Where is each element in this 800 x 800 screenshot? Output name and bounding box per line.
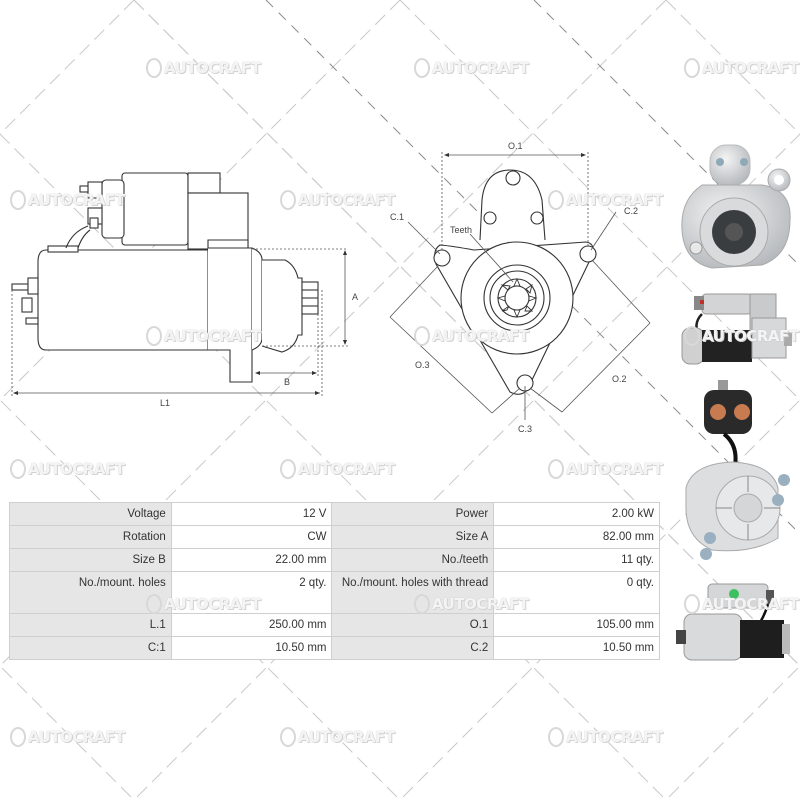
spec-label-threaded-holes: No./mount. holes with thread [331,571,495,614]
spec-value-rotation: CW [170,525,333,549]
svg-text:A: A [352,292,358,302]
spec-label-mount-holes: No./mount. holes [9,571,172,614]
spec-label-size-a: Size A [331,525,495,549]
svg-text:O.1: O.1 [508,141,523,151]
front-view-drawing: O.1 C.1 C.2 Teeth O.3 O.2 C.3 [389,141,651,434]
spec-label-rotation: Rotation [9,525,172,549]
spec-value-voltage: 12 V [170,502,333,526]
spec-value-c1: 10.50 mm [170,636,333,660]
table-row: L.1 250.00 mm O.1 105.00 mm [9,613,660,637]
spec-label-c2: C.2 [331,636,495,660]
photo-rear [685,380,790,560]
svg-text:L1: L1 [160,398,170,408]
table-row: Rotation CW Size A 82.00 mm [9,525,660,549]
spec-value-o1: 105.00 mm [493,613,660,637]
spec-label-l1: L.1 [9,613,172,637]
spec-value-l1: 250.00 mm [170,613,333,637]
svg-text:C.3: C.3 [518,424,532,434]
spec-value-teeth: 11 qty. [493,548,660,572]
table-row: No./mount. holes 2 qty. No./mount. holes… [9,571,660,614]
table-row: Voltage 12 V Power 2.00 kW [9,502,660,526]
svg-text:Teeth: Teeth [450,225,472,235]
spec-value-power: 2.00 kW [493,502,660,526]
side-view-drawing: A B L1 [11,172,358,408]
photo-side-top [681,293,792,365]
spec-label-c1: C:1 [9,636,172,660]
photo-front-pinion [681,144,791,269]
spec-value-mount-holes: 2 qty. [170,571,333,614]
svg-text:O.2: O.2 [612,374,627,384]
specifications-table: Voltage 12 V Power 2.00 kW Rotation CW S… [9,502,660,660]
spec-label-size-b: Size B [9,548,172,572]
svg-text:B: B [284,377,290,387]
svg-text:C.1: C.1 [390,212,404,222]
spec-value-threaded-holes: 0 qty. [493,571,660,614]
spec-label-teeth: No./teeth [331,548,495,572]
spec-label-voltage: Voltage [9,502,172,526]
svg-text:O.3: O.3 [415,360,430,370]
spec-value-size-b: 22.00 mm [170,548,333,572]
photo-side-bottom [676,583,790,661]
spec-value-size-a: 82.00 mm [493,525,660,549]
spec-label-o1: O.1 [331,613,495,637]
svg-text:C.2: C.2 [624,206,638,216]
spec-value-c2: 10.50 mm [493,636,660,660]
table-row: Size B 22.00 mm No./teeth 11 qty. [9,548,660,572]
spec-label-power: Power [331,502,495,526]
table-row: C:1 10.50 mm C.2 10.50 mm [9,636,660,660]
